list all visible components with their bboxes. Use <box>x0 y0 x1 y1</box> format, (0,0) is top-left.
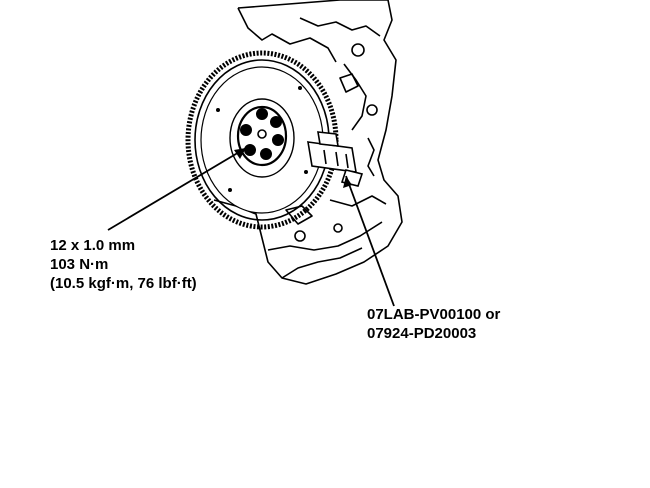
block-boss-3 <box>294 230 306 242</box>
engine-block-rib-3 <box>367 137 375 177</box>
engine-block-rib-2 <box>343 63 367 131</box>
block-boss-4 <box>333 223 343 233</box>
flywheel-bolt <box>260 148 272 160</box>
engine-block <box>213 0 403 285</box>
flywheel-pin-hole <box>216 108 220 112</box>
engine-block-rib-1 <box>299 17 381 37</box>
flywheel-bolt <box>244 144 256 156</box>
oil-pan-rib <box>329 195 387 207</box>
oil-pan-lower <box>281 247 363 279</box>
bolt-size-label: 12 x 1.0 mm <box>50 237 136 254</box>
flywheel <box>185 50 339 230</box>
flywheel-bolt <box>272 134 284 146</box>
oil-pan-edge <box>267 221 383 251</box>
tool-shading-3 <box>345 153 349 169</box>
engine-block-upper-edge <box>237 7 337 63</box>
tool-shaft <box>317 131 339 147</box>
flywheel-pin-hole <box>228 188 232 192</box>
flywheel-bolt <box>270 116 282 128</box>
torque-leader-line <box>107 147 247 231</box>
flywheel-bolt <box>240 124 252 136</box>
tool-part-number-callout: 07LAB-PV00100 or 07924-PD20003 <box>367 305 500 343</box>
block-boss-1 <box>351 43 365 57</box>
flywheel-face <box>200 66 324 214</box>
tool-part-number-2: 07924-PD20003 <box>367 325 477 342</box>
engine-block-outline <box>213 0 403 285</box>
tool-shading-1 <box>323 149 327 165</box>
torque-nm-label: 103 N·m <box>50 256 109 273</box>
crank-center-hole <box>257 129 267 139</box>
flywheel-bolt <box>256 108 268 120</box>
flywheel-hub-recess <box>229 98 295 178</box>
flywheel-pin-hole <box>304 170 308 174</box>
tool-leader-line <box>345 175 395 307</box>
tool-shading-2 <box>335 151 339 167</box>
ring-gear-holder-tool <box>307 131 364 187</box>
tool-leader-arrowhead <box>343 176 352 188</box>
block-boss-2 <box>366 104 378 116</box>
block-bracket <box>285 205 313 225</box>
flywheel-pin-hole <box>298 86 302 90</box>
torque-spec-callout: 12 x 1.0 mm 103 N·m (10.5 kgf·m, 76 lbf·… <box>50 236 197 293</box>
leader-lines <box>107 147 395 307</box>
torque-alt-units-label: (10.5 kgf·m, 76 lbf·ft) <box>50 275 197 292</box>
torque-leader-arrowhead <box>234 148 246 159</box>
tool-part-number-1: 07LAB-PV00100 or <box>367 306 501 323</box>
flywheel-hub <box>236 105 288 167</box>
block-bracket-2 <box>339 73 359 93</box>
